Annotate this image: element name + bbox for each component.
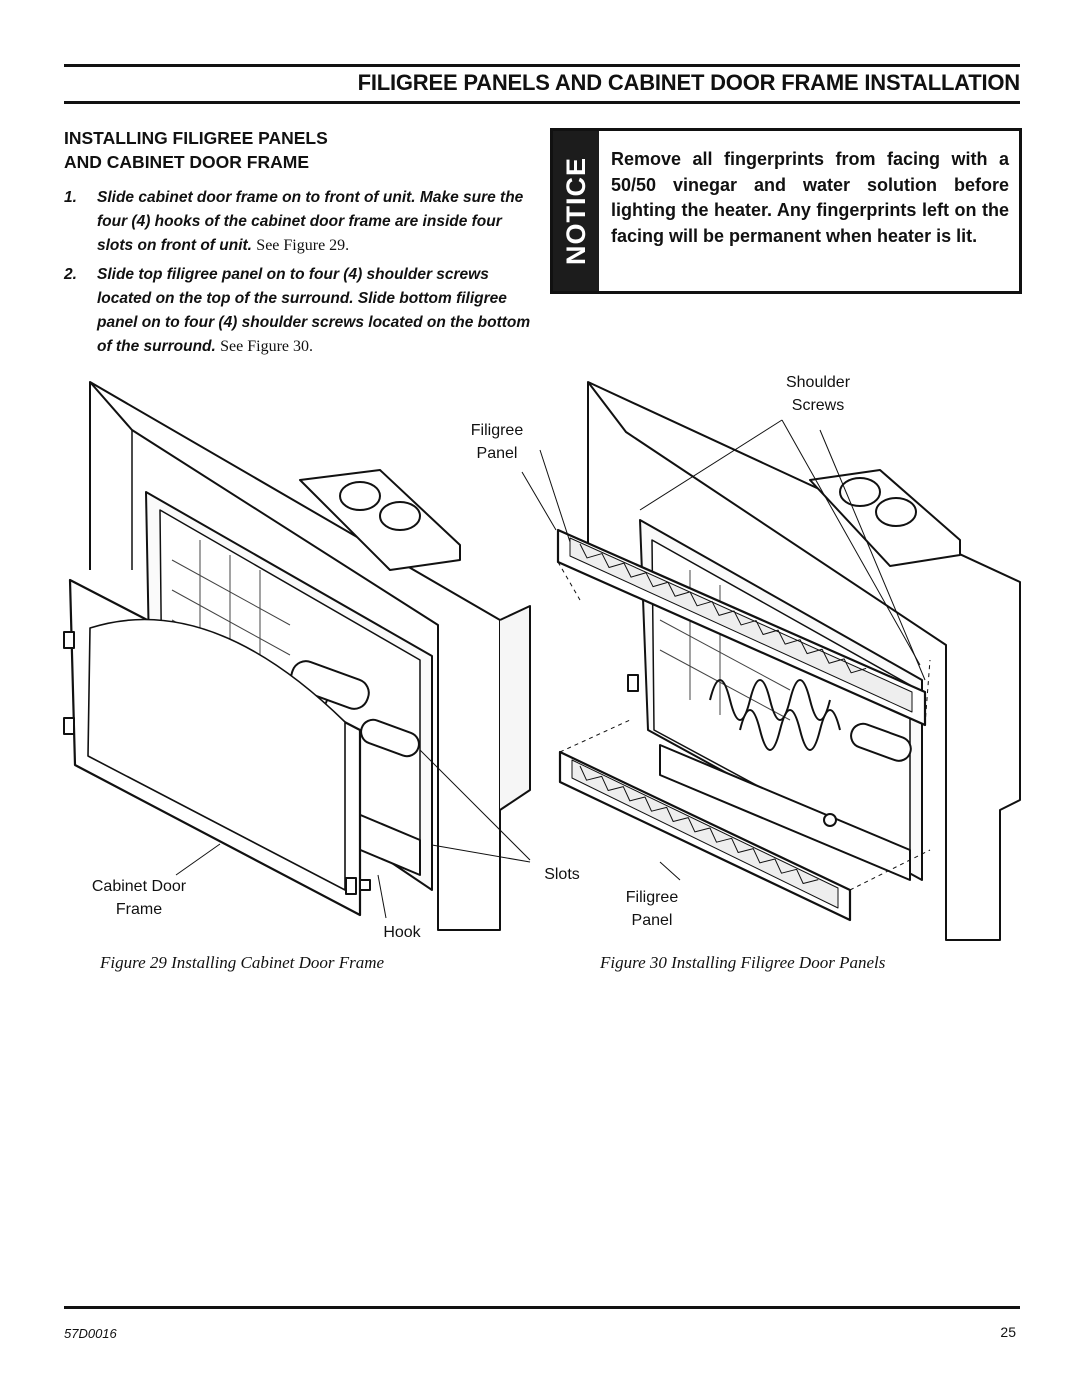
subheading-line-2: AND CABINET DOOR FRAME bbox=[64, 152, 309, 172]
page-number: 25 bbox=[1000, 1324, 1016, 1340]
step-2: 2. Slide top filigree panel on to four (4… bbox=[64, 263, 636, 359]
step-text-line: panel on to four (4) shoulder screws loc… bbox=[97, 314, 531, 331]
label-cabinet-door-frame: Cabinet Door Frame bbox=[74, 875, 204, 921]
step-text-line: slots on front of unit. bbox=[97, 237, 252, 254]
label-line: Shoulder bbox=[785, 374, 851, 391]
section-title: FILIGREE PANELS AND CABINET DOOR FRAME I… bbox=[357, 70, 1021, 95]
step-text-line: four (4) hooks of the cabinet door frame… bbox=[97, 213, 502, 230]
subheading: INSTALLING FILIGREE PANELS AND CABINET D… bbox=[64, 126, 328, 174]
label-shoulder-screws: Shoulder Screws bbox=[768, 371, 868, 417]
notice-tab: NOTICE bbox=[553, 131, 599, 291]
document-code: 57D0016 bbox=[64, 1326, 117, 1341]
figure-29-illustration bbox=[63, 381, 557, 931]
step-1: 1. Slide cabinet door frame on to front o… bbox=[64, 186, 636, 258]
label-filigree-panel-fig29: Filigree Panel bbox=[452, 419, 542, 465]
figure-30-caption: Figure 30 Installing Filigree Door Panel… bbox=[600, 953, 886, 972]
figure-reference: See Figure 29. bbox=[256, 237, 350, 254]
footer-rule bbox=[64, 1306, 1020, 1309]
step-text-line: located on the top of the surround. Slid… bbox=[97, 290, 507, 307]
notice-text: Remove all fingerprints from facing with… bbox=[611, 149, 1009, 246]
label-line: Panel bbox=[631, 912, 673, 929]
label-slots: Slots bbox=[544, 866, 580, 883]
label-line: Panel bbox=[476, 445, 518, 462]
header-bottom-rule bbox=[64, 101, 1020, 104]
figure-30-illustration bbox=[539, 381, 1021, 941]
step-text-line: of the surround. bbox=[97, 338, 216, 355]
header-top-rule bbox=[64, 64, 1020, 67]
label-hook: Hook bbox=[383, 924, 421, 941]
subheading-line-1: INSTALLING FILIGREE PANELS bbox=[64, 128, 328, 148]
step-text-line: Slide cabinet door frame on to front of … bbox=[97, 189, 524, 206]
figure-reference: See Figure 30. bbox=[220, 338, 314, 355]
step-number: 1. bbox=[64, 189, 77, 206]
label-line: Filigree bbox=[470, 422, 524, 439]
step-number: 2. bbox=[64, 266, 77, 283]
label-line: Frame bbox=[115, 901, 163, 918]
step-text-line: Slide top filigree panel on to four (4) … bbox=[97, 266, 489, 283]
label-line: Cabinet Door bbox=[91, 878, 187, 895]
figure-29-caption: Figure 29 Installing Cabinet Door Frame bbox=[100, 953, 385, 972]
notice-box: NOTICE Remove all fingerprints from faci… bbox=[550, 128, 1022, 294]
label-filigree-panel-fig30: Filigree Panel bbox=[607, 886, 697, 932]
notice-label: NOTICE bbox=[561, 157, 591, 266]
label-line: Screws bbox=[791, 397, 845, 414]
label-line: Filigree bbox=[625, 889, 679, 906]
